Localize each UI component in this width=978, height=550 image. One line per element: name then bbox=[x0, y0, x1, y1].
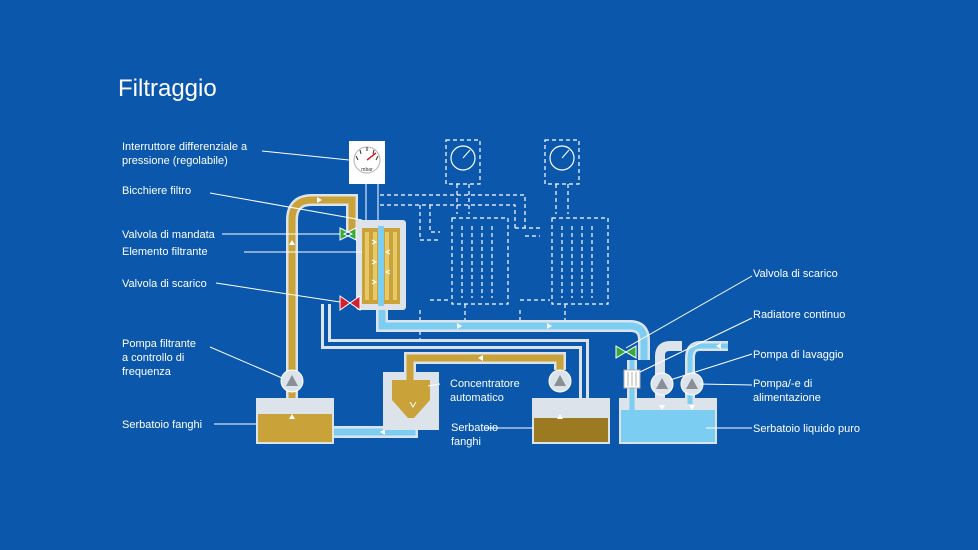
label-continuous-radiator: Radiatore continuo bbox=[753, 309, 845, 321]
label-delivery-valve: Valvola di mandata bbox=[122, 229, 216, 241]
label-pressure-switch: Interruttore differenziale a pressione (… bbox=[122, 141, 250, 167]
automatic-concentrator bbox=[383, 372, 439, 430]
sludge-tank-left bbox=[256, 398, 334, 444]
label-filter-pump: Pompa filtrante a controllo di frequenza bbox=[122, 338, 199, 378]
label-filter-bowl: Bicchiere filtro bbox=[122, 185, 191, 197]
gauge-unit-label: mbar bbox=[361, 167, 373, 173]
page-title: Filtraggio bbox=[118, 75, 217, 102]
center-pump bbox=[548, 369, 572, 393]
leader-lines bbox=[209, 150, 753, 429]
label-drain-valve-right: Valvola di scarico bbox=[753, 268, 838, 280]
label-concentrator: Concentratore automatico bbox=[450, 378, 523, 404]
drain-valve-left bbox=[339, 295, 361, 311]
label-wash-pump: Pompa di lavaggio bbox=[753, 349, 844, 361]
return-pipe bbox=[321, 304, 589, 412]
feed-pump bbox=[680, 372, 704, 396]
sludge-riser-pipe bbox=[286, 194, 358, 420]
pressure-switch-gauge: mbar bbox=[349, 141, 385, 224]
drain-valve-right bbox=[615, 345, 637, 359]
concentrator-outlet-pipe bbox=[404, 352, 566, 380]
clean-liquid-pipe bbox=[376, 300, 650, 360]
label-sludge-tank-center: Serbatoio fanghi bbox=[451, 422, 501, 448]
flow-arrows bbox=[659, 405, 695, 410]
label-drain-valve-left: Valvola di scarico bbox=[122, 278, 207, 290]
label-sludge-tank-left: Serbatoio fanghi bbox=[122, 419, 202, 431]
continuous-radiator bbox=[623, 360, 641, 410]
label-feed-pumps: Pompa/-e di alimentazione bbox=[753, 378, 821, 404]
label-filter-element: Elemento filtrante bbox=[122, 246, 208, 258]
sludge-tank-center bbox=[532, 398, 610, 444]
dashed-filter-units bbox=[380, 139, 609, 340]
filter-housing bbox=[356, 220, 406, 310]
wash-pump bbox=[650, 372, 674, 396]
filter-pump bbox=[280, 369, 304, 393]
wash-pump-pipe bbox=[655, 341, 728, 404]
label-clean-tank: Serbatoio liquido puro bbox=[753, 423, 860, 435]
